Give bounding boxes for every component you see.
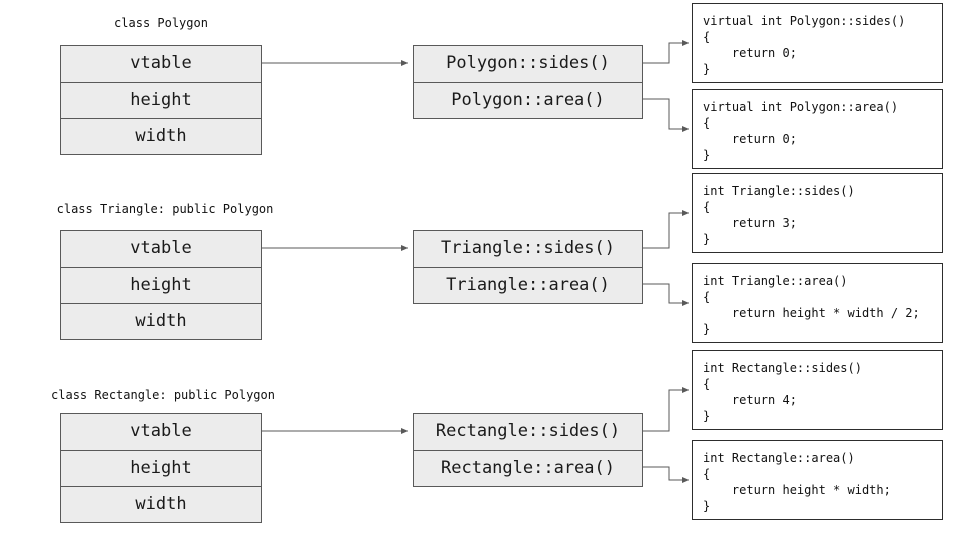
code-line: int Rectangle::area() <box>703 451 855 465</box>
code-line: return 4; <box>703 393 797 407</box>
code-line: } <box>703 148 711 162</box>
object-row-vtable: vtable <box>130 238 192 258</box>
vtable-entry-sides: Polygon::sides() <box>446 53 610 73</box>
arrow-rectangle-area-to-code <box>643 466 689 483</box>
code-line: { <box>703 30 711 44</box>
code-line: int Rectangle::sides() <box>703 361 862 375</box>
arrow-polygon-sides-to-code <box>643 40 689 64</box>
object-row-height: height <box>61 82 261 118</box>
object-row-vtable: vtable <box>130 421 192 441</box>
vtable-entry-area: Triangle::area() <box>414 267 642 303</box>
class-declaration-label: class Polygon <box>114 16 208 30</box>
code-line: virtual int Polygon::area() <box>703 100 899 114</box>
code-line: return height * width; <box>703 483 891 497</box>
object-layout-box: vtable height width <box>60 45 262 155</box>
vtable-box: Triangle::sides() Triangle::area() <box>413 230 643 304</box>
code-box-area: virtual int Polygon::area() { return 0; … <box>692 89 943 169</box>
code-box-area: int Rectangle::area() { return height * … <box>692 440 943 520</box>
vtable-entry-sides: Rectangle::sides() <box>435 421 621 441</box>
object-row-width: width <box>61 118 261 154</box>
code-box-sides: int Triangle::sides() { return 3; } <box>692 173 943 253</box>
object-layout-box: vtable height width <box>60 413 262 523</box>
code-line: { <box>703 200 711 214</box>
code-line: } <box>703 232 711 246</box>
vtable-entry-area: Polygon::area() <box>414 82 642 118</box>
code-box-sides: virtual int Polygon::sides() { return 0;… <box>692 3 943 83</box>
code-line: int Triangle::sides() <box>703 184 855 198</box>
arrow-triangle-sides-to-code <box>643 210 689 249</box>
object-layout-box: vtable height width <box>60 230 262 340</box>
object-row-height: height <box>61 450 261 486</box>
vtable-entry-area: Rectangle::area() <box>414 450 642 486</box>
object-row-width: width <box>61 486 261 522</box>
code-line: } <box>703 409 711 423</box>
code-box-sides: int Rectangle::sides() { return 4; } <box>692 350 943 430</box>
vtable-entry-sides: Triangle::sides() <box>441 238 615 258</box>
code-line: { <box>703 467 711 481</box>
code-line: virtual int Polygon::sides() <box>703 14 906 28</box>
vtable-box: Rectangle::sides() Rectangle::area() <box>413 413 643 487</box>
class-declaration-label: class Triangle: public Polygon <box>56 202 274 216</box>
code-line: return 0; <box>703 132 797 146</box>
arrow-polygon-area-to-code <box>643 98 689 132</box>
class-declaration-label: class Rectangle: public Polygon <box>51 388 275 402</box>
code-line: { <box>703 377 711 391</box>
object-row-vtable: vtable <box>130 53 192 73</box>
code-line: { <box>703 290 711 304</box>
vtable-box: Polygon::sides() Polygon::area() <box>413 45 643 119</box>
code-line: { <box>703 116 711 130</box>
code-line: return height * width / 2; <box>703 306 920 320</box>
code-line: } <box>703 499 711 513</box>
code-line: int Triangle::area() <box>703 274 848 288</box>
object-row-width: width <box>61 303 261 339</box>
code-line: } <box>703 62 711 76</box>
arrow-rectangle-sides-to-code <box>643 387 689 432</box>
code-line: return 0; <box>703 46 797 60</box>
object-row-height: height <box>61 267 261 303</box>
arrow-triangle-area-to-code <box>643 283 689 306</box>
code-line: return 3; <box>703 216 797 230</box>
code-line: } <box>703 322 711 336</box>
code-box-area: int Triangle::area() { return height * w… <box>692 263 943 343</box>
